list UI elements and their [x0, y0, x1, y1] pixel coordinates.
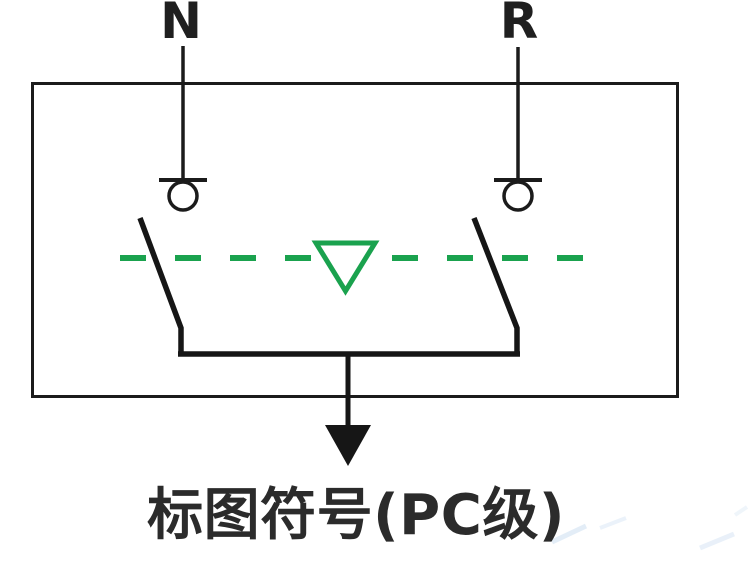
terminal-r-label: R	[499, 0, 539, 50]
down-triangle-icon	[311, 240, 380, 296]
switch-blade-left	[137, 217, 184, 352]
switch-blade-right	[471, 216, 520, 352]
diagram-caption: 标图符号(PC级)	[147, 483, 565, 548]
enclosure-box	[31, 82, 679, 398]
down-arrow-icon	[325, 425, 371, 466]
terminal-n-label: N	[160, 0, 202, 50]
terminal-n-circle	[167, 180, 199, 212]
watermark-remnant	[550, 505, 749, 551]
terminal-r-circle	[502, 180, 534, 212]
